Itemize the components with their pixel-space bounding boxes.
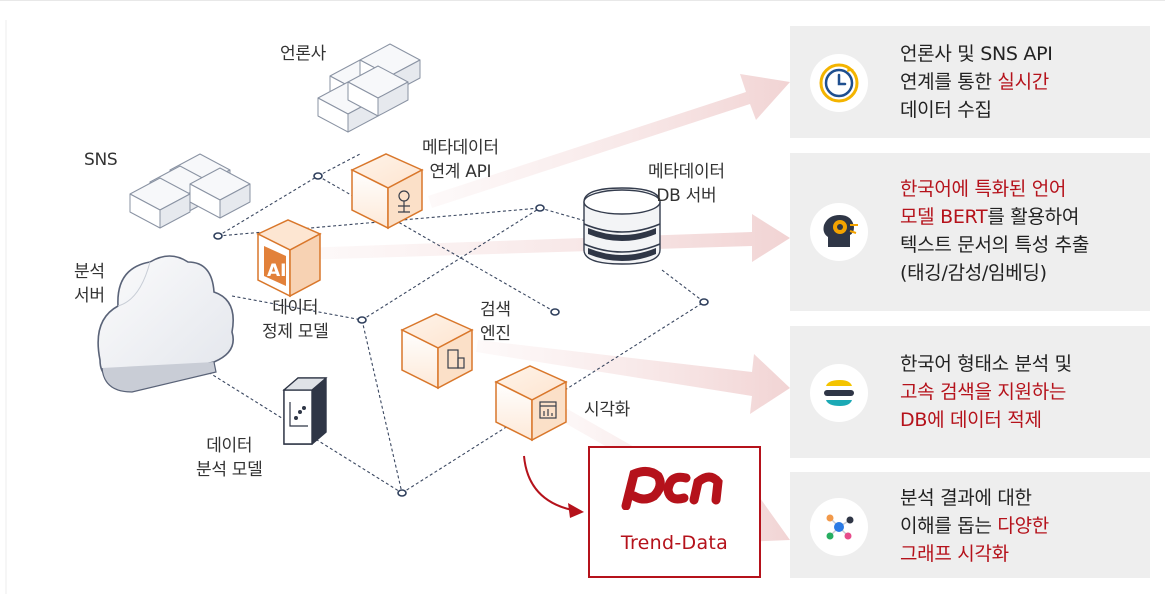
- refine-model-label-line2: 정제 모델: [262, 322, 329, 342]
- panel-text-segment: 언론사 및 SNS API: [900, 43, 1053, 65]
- pcn-logo: pcn: [621, 466, 723, 510]
- panel-highlight-segment: 고속 검색을 지원하는: [900, 381, 1067, 403]
- metadata-db-label-line2: DB 서버: [656, 186, 717, 206]
- panel-visualization-text: 분석 결과에 대한 이해를 돕는 다양한 그래프 시각화: [900, 484, 1049, 568]
- graph-icon: [810, 498, 868, 556]
- elastic-icon: [810, 364, 868, 422]
- sns-server-cluster: [129, 153, 251, 229]
- panel-highlight-segment: 다양한: [997, 515, 1049, 537]
- panel-text-segment: 를 활용하여: [987, 206, 1080, 228]
- panel-bert-model: 한국어에 특화된 언어 모델 BERT를 활용하여 텍스트 문서의 특성 추출 …: [790, 153, 1150, 311]
- flow-to-brand-arrow: [523, 455, 584, 518]
- refine-model-label: 데이터 정제 모델: [262, 296, 329, 344]
- analysis-server-label-line2: 서버: [74, 286, 105, 306]
- analysis-model-label-line2: 분석 모델: [196, 460, 263, 480]
- visualization-label: 시각화: [584, 400, 631, 420]
- panel-line: 언론사 및 SNS API: [900, 40, 1053, 68]
- scatter-icon: [289, 402, 308, 427]
- arrow-to-bert: [300, 214, 790, 262]
- analysis-model-label-line1: 데이터: [206, 436, 253, 456]
- panel-line: 모델 BERT를 활용하여: [900, 203, 1089, 231]
- ai-refine-cube: AI: [256, 219, 322, 298]
- metadata-api-label-line1: 메타데이터: [422, 138, 499, 158]
- arrow-to-search: [476, 340, 790, 414]
- refine-model-label-line1: 데이터: [272, 298, 319, 318]
- panel-visualization: 분석 결과에 대한 이해를 돕는 다양한 그래프 시각화: [790, 472, 1150, 578]
- panel-line: DB에 데이터 적제: [900, 406, 1072, 434]
- metadata-db-label: 메타데이터 DB 서버: [648, 160, 725, 208]
- brand-subtitle: Trend-Data: [620, 532, 729, 554]
- chart-window-icon: [539, 401, 557, 419]
- pcn-trend-data-box: pcn Trend-Data: [588, 446, 761, 578]
- panel-bert-text: 한국어에 특화된 언어 모델 BERT를 활용하여 텍스트 문서의 특성 추출 …: [900, 175, 1089, 287]
- metadata-api-label-line2: 연계 API: [429, 162, 492, 182]
- database-icon: [583, 187, 661, 265]
- analysis-server-label: 분석 서버: [74, 260, 105, 308]
- panel-highlight-segment: 그래프 시각화: [900, 543, 1009, 565]
- panel-search-db: 한국어 형태소 분석 및 고속 검색을 지원하는 DB에 데이터 적제: [790, 326, 1150, 458]
- panel-text-segment: 한국어 형태소 분석 및: [900, 353, 1072, 375]
- panel-text-segment: 텍스트 문서의 특성 추출: [900, 234, 1090, 256]
- panel-realtime-text: 언론사 및 SNS API 연계를 통한 실시간 데이터 수집: [900, 40, 1053, 124]
- metadata-api-cube: [350, 153, 424, 230]
- ai-badge-label: AI: [267, 261, 286, 281]
- panel-text-segment: 분석 결과에 대한: [900, 487, 1032, 509]
- search-engine-label-line1: 검색: [480, 300, 511, 320]
- press-server-cluster: [317, 43, 421, 133]
- cloud-analysis-server: [97, 255, 234, 393]
- panel-highlight-segment: 한국어에 특화된 언어: [900, 178, 1067, 200]
- panel-line: 데이터 수집: [900, 96, 1053, 124]
- panel-highlight-segment: 모델 BERT: [900, 206, 988, 228]
- panel-highlight-segment: 실시간: [997, 71, 1049, 93]
- metadata-api-label: 메타데이터 연계 API: [422, 136, 499, 184]
- panel-line: 그래프 시각화: [900, 540, 1049, 568]
- arrow-to-collection: [428, 74, 790, 208]
- panel-line: 이해를 돕는 다양한: [900, 512, 1049, 540]
- search-engine-label: 검색 엔진: [480, 298, 511, 346]
- stopwatch-icon: [810, 54, 868, 112]
- panel-line: (태깅/감성/임베딩): [900, 259, 1089, 287]
- press-label: 언론사: [280, 44, 327, 64]
- panel-realtime-collection: 언론사 및 SNS API 연계를 통한 실시간 데이터 수집: [790, 26, 1150, 138]
- panel-line: 고속 검색을 지원하는: [900, 378, 1072, 406]
- panel-line: 분석 결과에 대한: [900, 484, 1049, 512]
- network-nodes: [213, 172, 709, 497]
- analysis-model-box: [282, 377, 328, 445]
- panel-text-segment: (태깅/감성/임베딩): [900, 262, 1047, 284]
- panel-line: 텍스트 문서의 특성 추출: [900, 231, 1089, 259]
- visualization-cube: [494, 365, 568, 442]
- analysis-model-label: 데이터 분석 모델: [196, 434, 263, 482]
- panel-line: 한국어 형태소 분석 및: [900, 350, 1072, 378]
- panel-search-text: 한국어 형태소 분석 및 고속 검색을 지원하는 DB에 데이터 적제: [900, 350, 1072, 434]
- sns-label: SNS: [84, 150, 118, 170]
- search-engine-cube: [400, 313, 474, 390]
- panel-line: 연계를 통한 실시간: [900, 68, 1053, 96]
- search-engine-label-line2: 엔진: [480, 324, 511, 344]
- panel-text-segment: 데이터 수집: [900, 99, 992, 121]
- metadata-db-label-line1: 메타데이터: [648, 162, 725, 182]
- panel-text-segment: 이해를 돕는: [900, 515, 998, 537]
- ai-head-icon: [810, 203, 868, 261]
- panel-line: 한국어에 특화된 언어: [900, 175, 1089, 203]
- panel-highlight-segment: DB에 데이터 적제: [900, 409, 1042, 431]
- analysis-server-label-line1: 분석: [74, 262, 105, 282]
- panel-text-segment: 연계를 통한: [900, 71, 998, 93]
